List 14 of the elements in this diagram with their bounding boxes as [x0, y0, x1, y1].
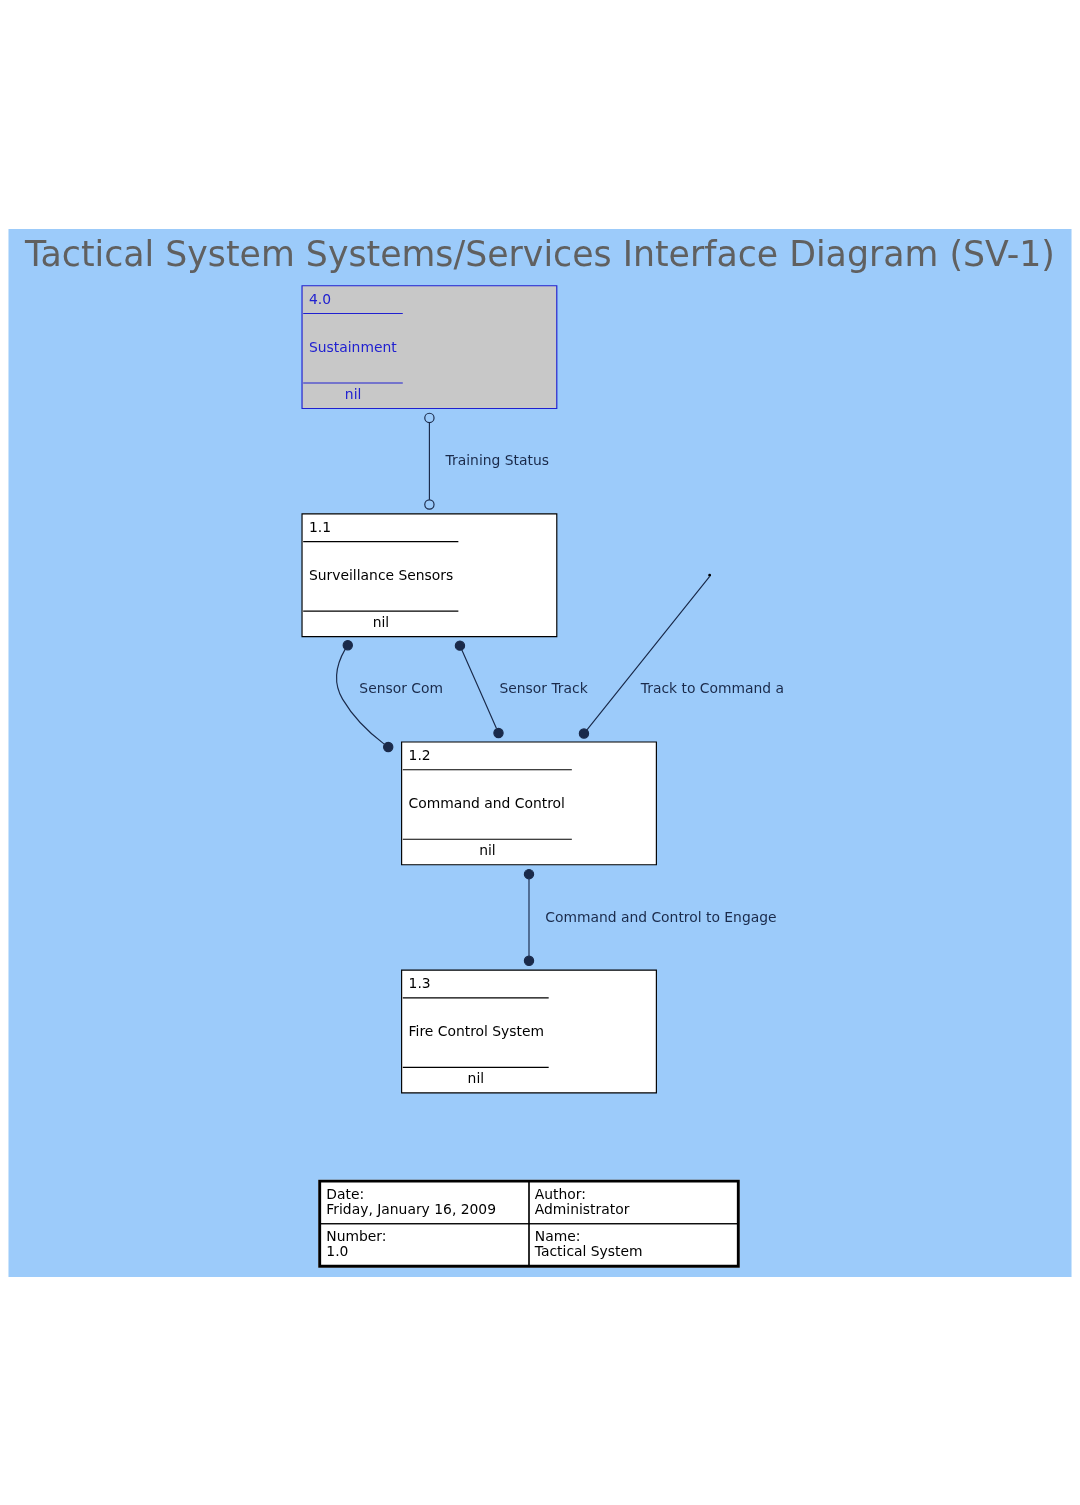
label: Tactical System	[534, 1242, 643, 1259]
diagram-title: Tactical System Systems/Services Interface Diagram (SV-1)	[25, 233, 1055, 274]
label: Author:	[534, 1185, 586, 1202]
edge-label: Track to Command a	[640, 679, 785, 696]
edge-label: Training Status	[445, 451, 549, 468]
label: Number:	[326, 1227, 387, 1244]
label: Date:	[326, 1185, 365, 1202]
label: Administrator	[534, 1200, 630, 1217]
edge-label: Sensor Com	[359, 679, 444, 696]
edge-label: Command and Control to Engage	[545, 908, 777, 925]
label: Friday, January 16, 2009	[326, 1200, 497, 1217]
label: Name:	[534, 1227, 581, 1244]
edge-label: Sensor Track	[499, 679, 588, 696]
label: 1.0	[326, 1242, 349, 1259]
